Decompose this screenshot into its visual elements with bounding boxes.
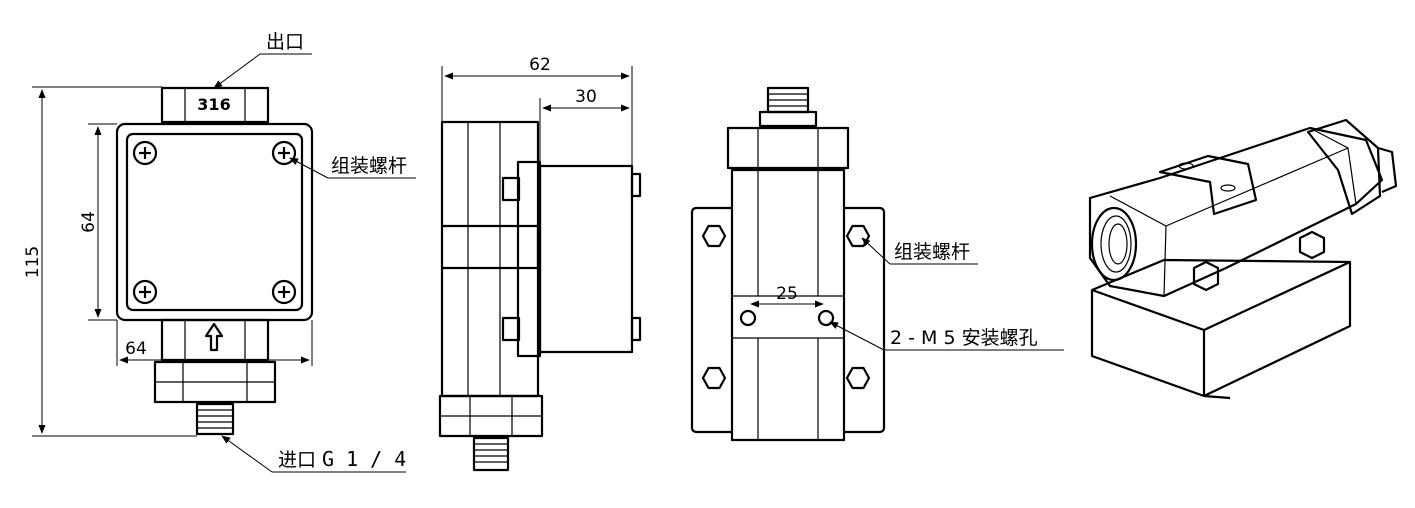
screw-icon	[271, 279, 297, 305]
screw-icon	[132, 140, 158, 166]
inlet-label: 进口	[278, 449, 316, 471]
front-view: 316 115 64	[23, 31, 416, 473]
assembly-bolt-label: 组装螺杆	[331, 155, 407, 177]
mount-holes-label: 2 - M 5 安装螺孔	[890, 327, 1038, 349]
side-view: 62 30	[438, 55, 642, 472]
box-height-dim: 64	[79, 211, 99, 233]
material-label: 316	[197, 95, 230, 114]
outlet-label: 出口	[266, 31, 304, 53]
up-arrow-icon	[204, 322, 224, 352]
assembly-bolt-label: 组装螺杆	[894, 241, 970, 263]
hex-nut-icon	[845, 366, 871, 390]
side-total-depth-dim: 62	[529, 55, 551, 75]
isometric-view	[1088, 118, 1398, 400]
screw-icon	[271, 140, 297, 166]
box-width-dim: 64	[125, 339, 147, 359]
overall-height-dim: 115	[23, 246, 43, 278]
inlet-thread-label: G 1 / 4	[322, 447, 406, 471]
hex-nut-icon	[701, 224, 727, 248]
hex-nut-icon	[701, 366, 727, 390]
hole-spacing-dim: 25	[776, 284, 798, 304]
screw-icon	[132, 279, 158, 305]
back-view: 25 组装螺杆 2 - M 5 安装螺孔	[690, 86, 1064, 442]
side-box-depth-dim: 30	[575, 87, 597, 107]
hex-nut-icon	[845, 224, 871, 248]
